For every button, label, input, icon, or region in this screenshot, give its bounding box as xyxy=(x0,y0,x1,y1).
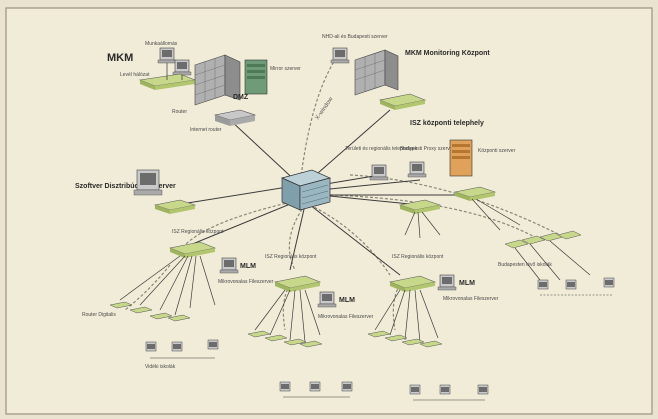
mkm-workstation-label: Munkaállomás xyxy=(145,41,178,47)
mkm-router-label: Router xyxy=(172,109,187,115)
proxy-workstation-icon xyxy=(369,164,389,181)
wan-link xyxy=(184,199,301,246)
budapest-schools-label: Budapesten lévő iskolák xyxy=(498,262,552,268)
school-switch-row xyxy=(504,230,582,249)
school-switch-row xyxy=(367,330,443,348)
wan-link xyxy=(349,174,561,236)
monitoring-sub-label: NHD-ali és Budapesti szerver xyxy=(322,34,388,40)
wan-link xyxy=(392,284,401,331)
mkm-site: MKM Munkaállomás Levél hálózat Router DM… xyxy=(107,41,301,133)
hub-icon xyxy=(388,275,437,292)
mirror-server-icon xyxy=(244,59,268,95)
wan-link xyxy=(299,59,336,186)
mlm-workstation-icon xyxy=(437,274,457,291)
school-workstation-icon xyxy=(145,341,157,352)
hub-icon xyxy=(153,199,197,214)
monitoring-site: NHD-ali és Budapesti szerver MKM Monitor… xyxy=(315,34,491,121)
firewall-icon xyxy=(354,49,399,96)
school-workstation-icon xyxy=(439,384,451,395)
school-workstation-icon xyxy=(565,279,577,290)
distribution-workstation-icon xyxy=(133,169,163,196)
sub-servers-label: Mikrovonalas Fileszerver xyxy=(218,279,274,285)
workstation-icon xyxy=(172,59,192,76)
proxy-workstation-icon xyxy=(407,161,427,178)
school-workstation-icon xyxy=(171,341,183,352)
dmz-label: DMZ xyxy=(233,94,249,101)
regional-center-label: ISZ Regionális központ xyxy=(172,229,224,235)
monitoring-workstation-icon xyxy=(330,47,350,64)
regional-center-right: ISZ Regionális központ MLM Mikrovonalas … xyxy=(367,254,499,401)
regional-proxy-label: Területi és regionális telephelyek xyxy=(345,146,418,152)
school-workstation-icon xyxy=(409,384,421,395)
regional-center-middle: ISZ Regionális központ MLM Mikrovonalas … xyxy=(247,254,374,398)
firewall-icon xyxy=(194,54,241,106)
wan-link xyxy=(309,204,391,276)
diagram-frame xyxy=(5,7,653,415)
monitoring-title: MKM Monitoring Központ xyxy=(405,50,490,57)
proxy-label: Budapesti Proxy szerver xyxy=(400,146,455,152)
school-switch-row xyxy=(247,330,323,348)
mlm-label: MLM xyxy=(459,280,475,287)
core-links xyxy=(174,109,470,276)
internet-router-icon xyxy=(213,109,257,126)
wan-links xyxy=(124,59,561,331)
hub-icon xyxy=(398,199,442,214)
central-server-label: Központi szerver xyxy=(478,148,516,154)
internet-router-label: Internet router xyxy=(190,127,222,133)
isz-central-site: ISZ központi telephely Területi és regio… xyxy=(345,120,521,239)
school-workstation-icon xyxy=(341,381,353,392)
school-workstation-icon xyxy=(207,339,219,350)
wan-link xyxy=(329,194,541,241)
school-workstation-icon xyxy=(477,384,489,395)
wan-link xyxy=(282,284,291,331)
hub-icon xyxy=(273,275,322,292)
school-switch-row xyxy=(109,301,191,322)
router-label: Router Digitalis xyxy=(82,312,116,318)
mkm-title: MKM xyxy=(107,52,133,64)
regional-center-label: ISZ Regionális központ xyxy=(392,254,444,260)
hub-icon xyxy=(168,241,217,258)
mlm-workstation-icon xyxy=(219,257,239,274)
hub-icon xyxy=(378,93,427,110)
school-workstation-icon xyxy=(603,277,615,288)
regional-center-label: ISZ Regionális központ xyxy=(265,254,317,260)
rural-schools-label: Vidéki iskolák xyxy=(145,364,176,370)
distribution-site: Szoftver Disztribúciós Szerver xyxy=(75,169,197,214)
sub-servers-label: Mikrovonalas Fileszerver xyxy=(443,296,499,302)
sub-servers-label: Mikrovonalas Fileszerver xyxy=(318,314,374,320)
isz-central-title: ISZ központi telephely xyxy=(410,120,484,127)
central-server-icon xyxy=(449,139,473,177)
school-workstation-icon xyxy=(309,381,321,392)
distribution-server-label: Szoftver Disztribúciós Szerver xyxy=(75,183,176,190)
budapest-schools: Budapesten lévő iskolák xyxy=(498,230,615,296)
mirror-server-label: Mirror szerver xyxy=(270,66,301,72)
mlm-label: MLM xyxy=(240,263,256,270)
mkm-hub-label: Levél hálózat xyxy=(120,72,150,78)
wan-link xyxy=(124,264,171,311)
wan-link xyxy=(288,204,306,271)
mlm-workstation-icon xyxy=(317,291,337,308)
school-workstation-icon xyxy=(279,381,291,392)
school-workstation-icon xyxy=(537,279,549,290)
workstation-icon xyxy=(157,47,177,64)
regional-center-left: ISZ Regionális központ MLM Mikrovonalas … xyxy=(82,229,274,370)
core-switch-icon xyxy=(280,169,332,211)
mlm-label: MLM xyxy=(339,297,355,304)
